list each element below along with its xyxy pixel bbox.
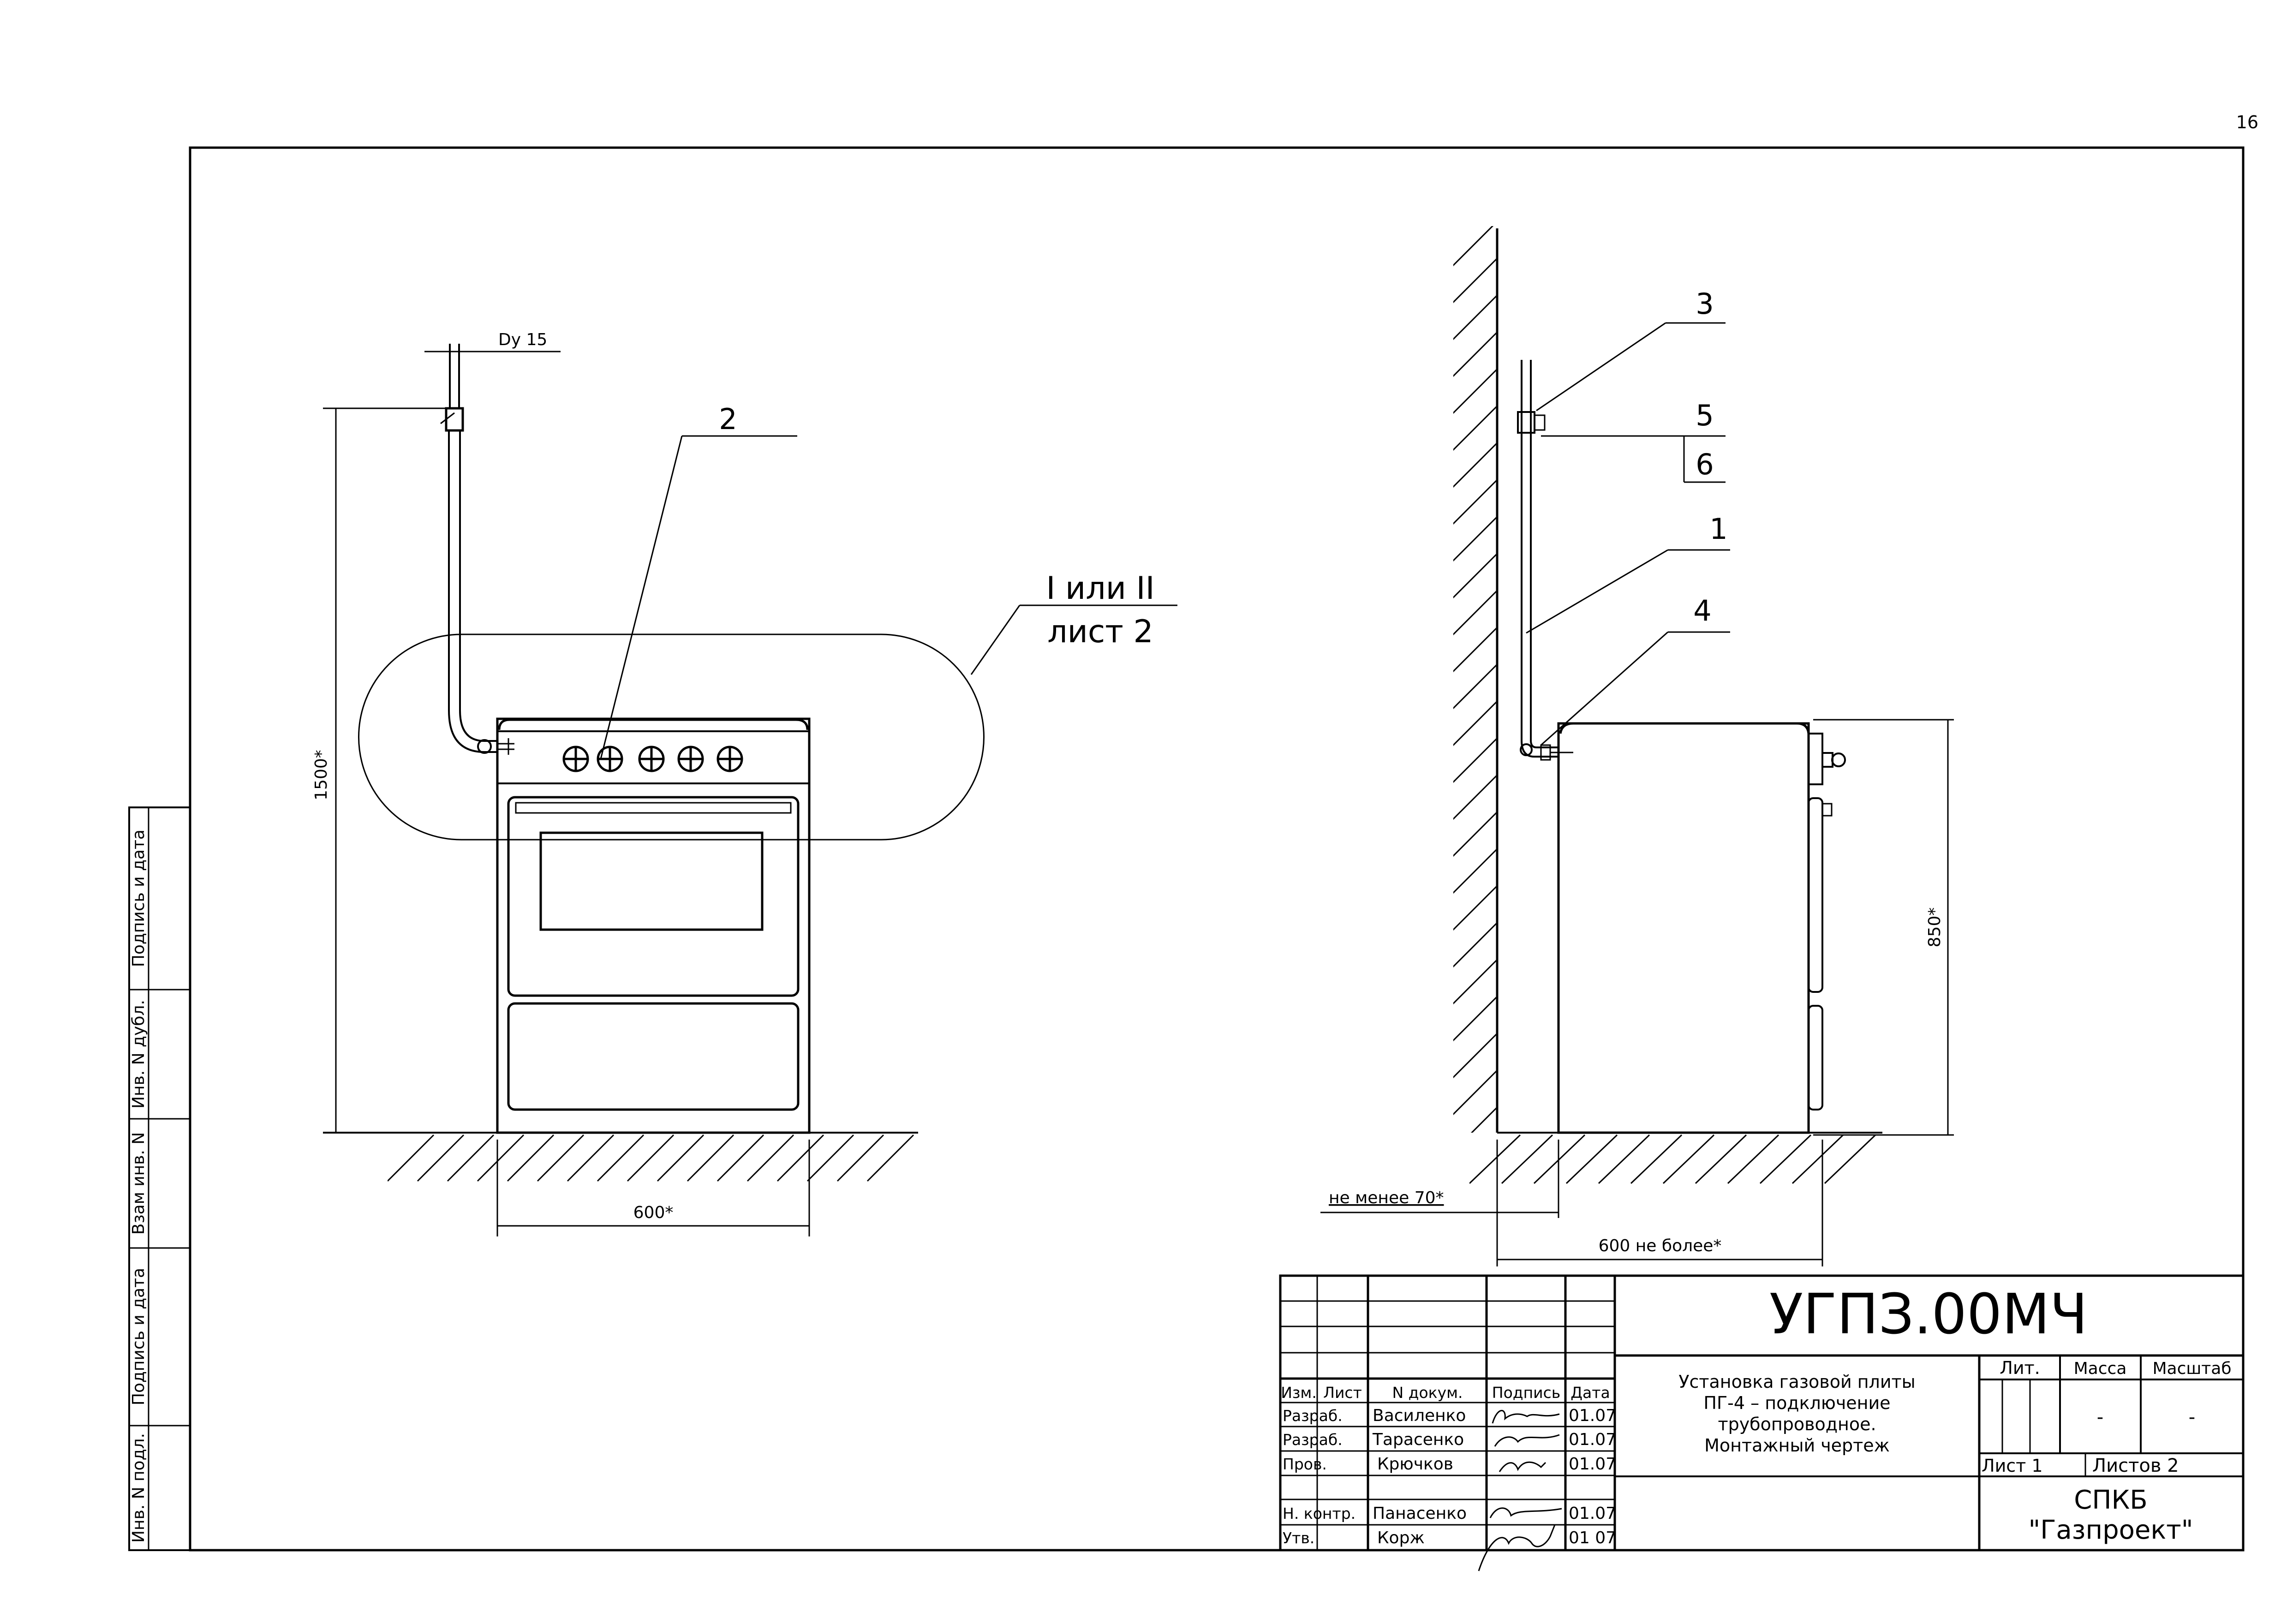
row-name: Крючков xyxy=(1377,1455,1453,1474)
callout-2: 2 xyxy=(719,402,737,436)
scale-value: - xyxy=(2189,1407,2195,1428)
header-doc: N докум. xyxy=(1392,1384,1463,1402)
header-izm: Изм. xyxy=(1281,1384,1317,1402)
row-role: Разраб. xyxy=(1283,1407,1343,1425)
page-number: 16 xyxy=(2236,112,2258,132)
stove-height-dimension: 850* xyxy=(1925,908,1944,948)
knob-icon xyxy=(562,746,743,772)
gas-pipe-front xyxy=(440,344,514,755)
row-role: Утв. xyxy=(1283,1529,1314,1547)
row-name: Корж xyxy=(1377,1528,1425,1547)
height-dimension: 1500* xyxy=(312,750,331,800)
drawing-code: УГПЗ.00МЧ xyxy=(1769,1283,2088,1347)
detail-reference-top: I или II xyxy=(1046,570,1154,607)
strip-inv-dubl: Инв. N дубл. xyxy=(129,1000,148,1109)
row-role: Разраб. xyxy=(1283,1431,1343,1449)
organization-name-2: "Газпроект" xyxy=(2028,1515,2193,1545)
row-name: Панасенко xyxy=(1373,1504,1467,1523)
organization-name: СПКБ xyxy=(2074,1485,2147,1515)
sheet-count: Листов 2 xyxy=(2092,1455,2179,1476)
drawing-title-line: Установка газовой плиты xyxy=(1678,1372,1915,1392)
mass-value: - xyxy=(2097,1407,2103,1428)
row-name: Василенко xyxy=(1373,1406,1466,1425)
drawing-title-line: ПГ-4 – подключение xyxy=(1703,1393,1890,1413)
signature-icon xyxy=(1478,1410,1562,1571)
row-date: 01.07 xyxy=(1569,1406,1616,1425)
front-view: Dy 15 1500* 600* 2 I или II лист 2 xyxy=(312,330,1177,1236)
callout-3: 3 xyxy=(1696,287,1714,321)
row-name: Тарасенко xyxy=(1372,1430,1464,1449)
callout-5: 5 xyxy=(1696,399,1714,432)
header-list: Лист xyxy=(1323,1384,1362,1402)
row-date: 01.07 xyxy=(1569,1504,1616,1523)
callout-4: 4 xyxy=(1693,594,1711,627)
callout-6: 6 xyxy=(1696,448,1714,481)
side-view: 3 5 6 1 4 850* не менее 70* 600 не более… xyxy=(1320,226,1954,1266)
strip-podpis-data-1: Подпись и дата xyxy=(129,1268,148,1405)
header-sign: Подпись xyxy=(1492,1384,1560,1402)
drawing-title-line: Монтажный чертеж xyxy=(1704,1435,1890,1456)
pipe-diameter-label: Dy 15 xyxy=(498,330,547,349)
sheet-number: Лист 1 xyxy=(1982,1456,2043,1476)
header-mass: Масса xyxy=(2074,1359,2127,1378)
drawing-title-line: трубопроводное. xyxy=(1718,1414,1876,1434)
width-dimension: 600* xyxy=(633,1203,674,1222)
title-block: Изм. Лист N докум. Подпись Дата Разраб. … xyxy=(1279,1274,2245,1571)
strip-vzam-inv: Взам инв. N xyxy=(129,1132,148,1235)
header-scale: Масштаб xyxy=(2152,1359,2231,1378)
detail-outline xyxy=(358,633,985,841)
row-role: Пров. xyxy=(1283,1455,1327,1473)
detail-reference-bottom: лист 2 xyxy=(1047,614,1153,650)
strip-podpis-data-2: Подпись и дата xyxy=(129,830,148,967)
side-strip: Инв. N подл. Подпись и дата Взам инв. N … xyxy=(128,806,191,1551)
strip-inv-podl: Инв. N подл. xyxy=(129,1433,148,1543)
header-lit: Лит. xyxy=(2000,1358,2040,1378)
callout-1: 1 xyxy=(1709,512,1727,546)
row-role: Н. контр. xyxy=(1283,1505,1355,1522)
row-date: 01 07 xyxy=(1569,1528,1616,1547)
wall-gap-dimension: не менее 70* xyxy=(1329,1188,1444,1207)
depth-dimension: 600 не более* xyxy=(1599,1236,1722,1255)
header-date: Дата xyxy=(1570,1384,1610,1402)
gas-pipe-side xyxy=(1517,360,1573,761)
row-date: 01.07 xyxy=(1569,1455,1616,1474)
row-date: 01.07 xyxy=(1569,1430,1616,1449)
